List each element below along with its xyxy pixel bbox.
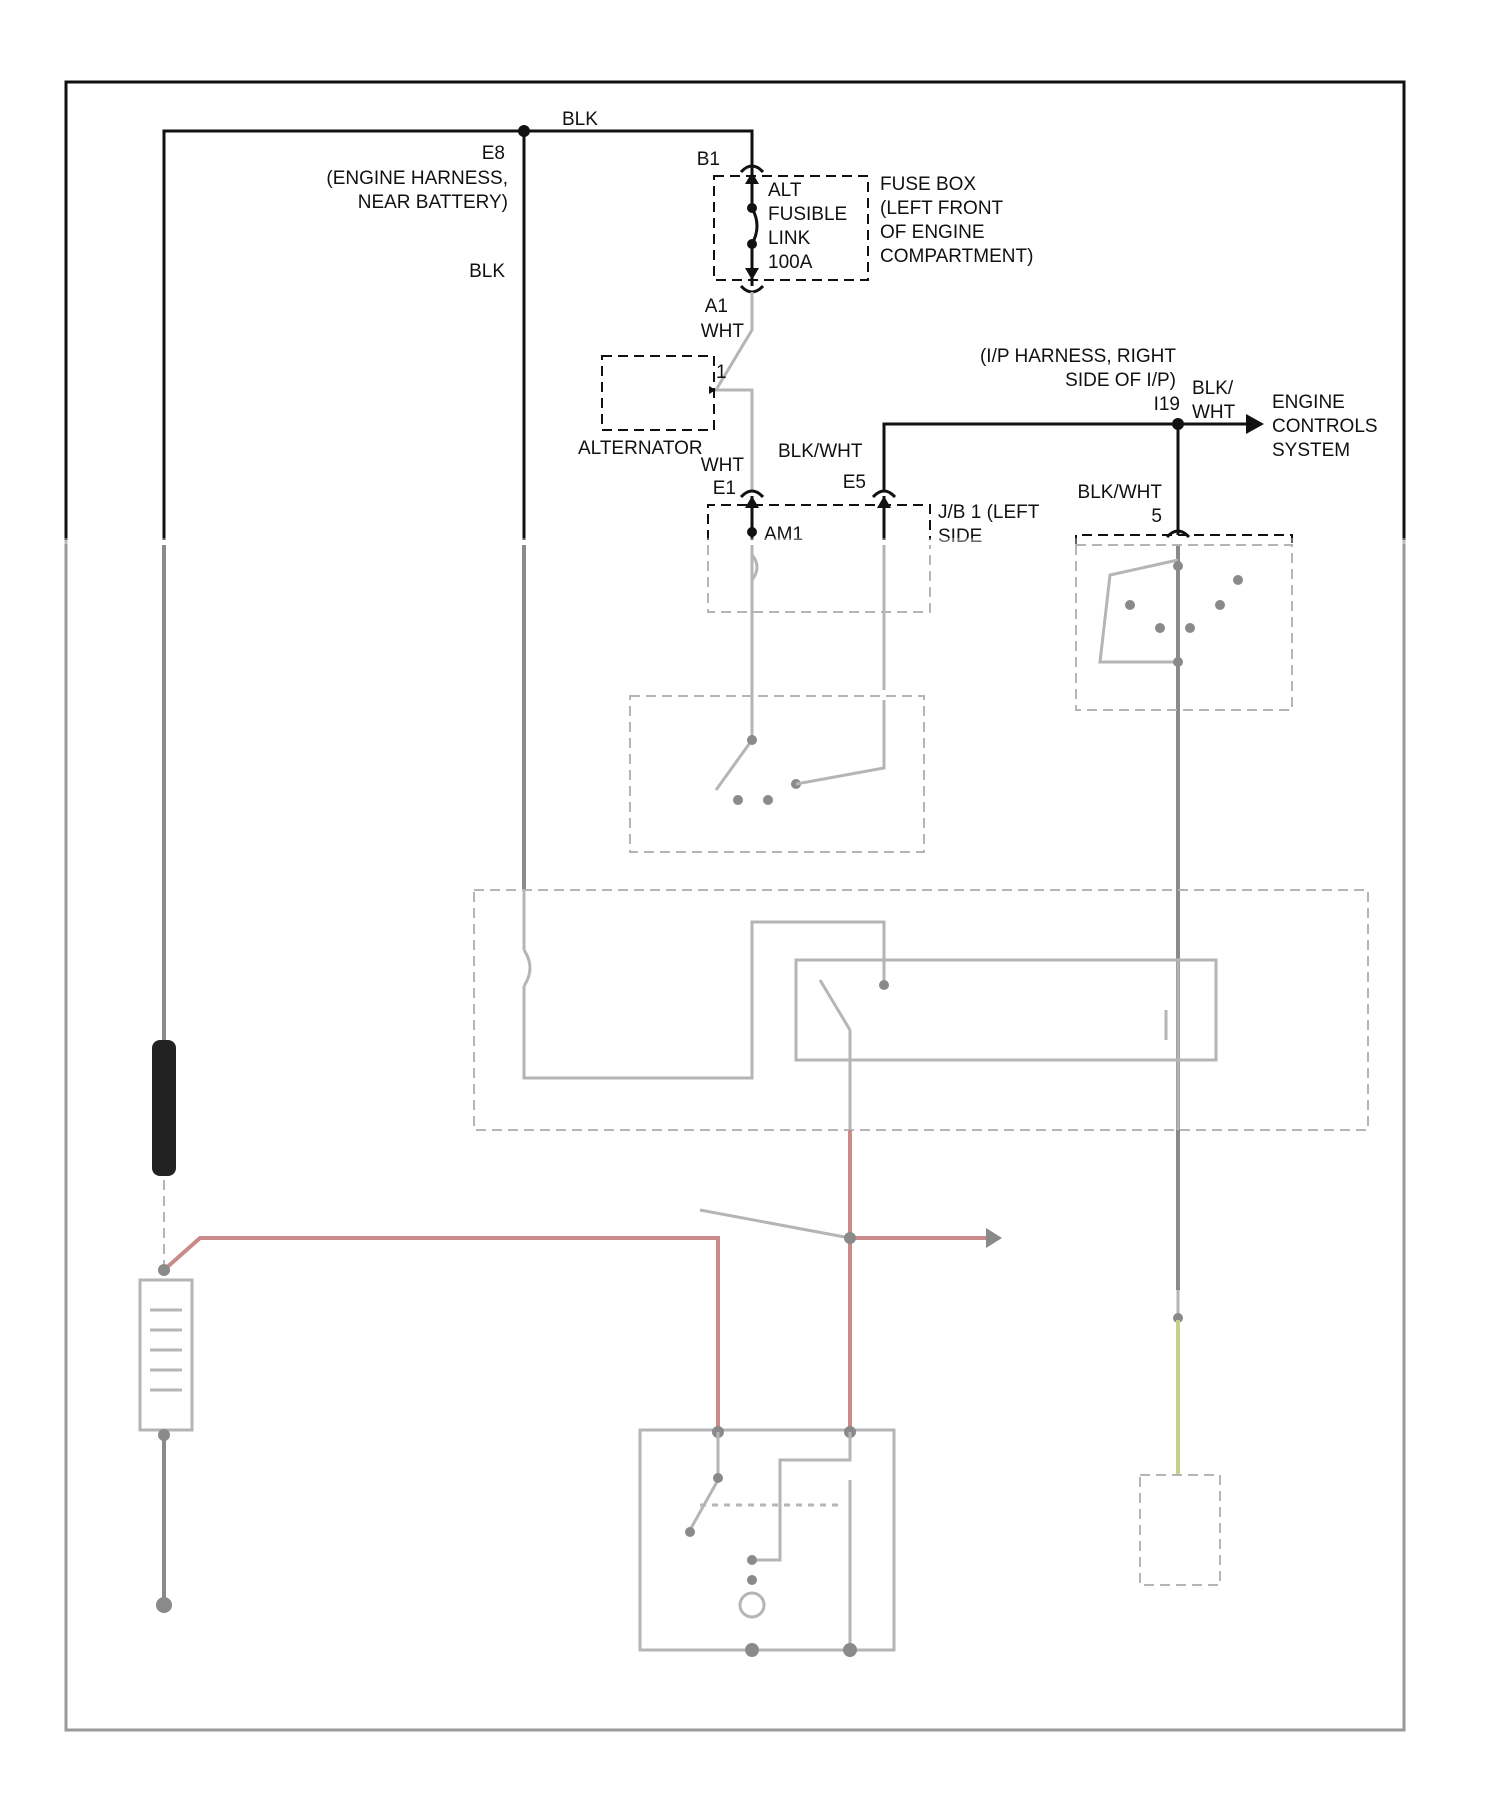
wire-label-blk-wht-e5: BLK/WHT [778, 441, 863, 462]
svg-text:100A: 100A [768, 252, 813, 273]
jb1-am1-dot [747, 527, 757, 537]
ip-harness-label: (I/P HARNESS, RIGHT SIDE OF I/P) [980, 346, 1176, 391]
svg-text:ENGINE: ENGINE [1272, 392, 1345, 413]
svg-text:LINK: LINK [768, 228, 811, 249]
splice-e8-location: (ENGINE HARNESS, NEAR BATTERY) [326, 168, 508, 213]
splice-e8-dot [518, 125, 530, 137]
engine-controls-arrow [1246, 414, 1264, 434]
ignition-switch [630, 696, 924, 852]
main-fusible-link [152, 1040, 176, 1176]
svg-text:J/B 1 (LEFT: J/B 1 (LEFT [938, 502, 1040, 523]
ground-point [156, 1597, 172, 1613]
wire-label-blk-wht-i19: BLK/ WHT [1192, 378, 1236, 423]
jb1-connector-e1: E1 [713, 478, 736, 499]
svg-text:ALT: ALT [768, 180, 802, 201]
fuse-box-location-label: FUSE BOX (LEFT FRONT OF ENGINE COMPARTME… [880, 174, 1033, 267]
svg-text:FUSIBLE: FUSIBLE [768, 204, 847, 225]
svg-text:OF ENGINE: OF ENGINE [880, 222, 985, 243]
blurred-lower-diagram [140, 545, 1368, 1657]
ip-harness-connector-i19: I19 [1154, 394, 1180, 415]
starter-motor [640, 1430, 894, 1650]
starter-relay [796, 960, 1216, 1060]
svg-text:FUSE BOX: FUSE BOX [880, 174, 976, 195]
svg-text:SYSTEM: SYSTEM [1272, 440, 1350, 461]
engine-controls-label: ENGINE CONTROLS SYSTEM [1272, 392, 1378, 461]
fuse-box-connector-b1: B1 [697, 149, 720, 170]
jb1-connector-e5: E5 [843, 472, 866, 493]
wire-label-blk-top: BLK [562, 109, 598, 130]
wire-label-wht-a1: WHT [701, 321, 745, 342]
park-neutral-position-switch [1076, 545, 1292, 710]
battery [140, 1280, 192, 1430]
svg-text:CONTROLS: CONTROLS [1272, 416, 1378, 437]
alt-fusible-link-label: ALT FUSIBLE LINK 100A [768, 180, 847, 273]
junction-block-1 [708, 491, 930, 540]
svg-text:(I/P HARNESS, RIGHT: (I/P HARNESS, RIGHT [980, 346, 1176, 367]
svg-text:WHT: WHT [1192, 402, 1236, 423]
svg-text:NEAR BATTERY): NEAR BATTERY) [358, 192, 508, 213]
alternator-pin-1: 1 [716, 362, 727, 383]
svg-text:(LEFT FRONT: (LEFT FRONT [880, 198, 1004, 219]
wire-label-wht-e1: WHT [701, 455, 745, 476]
wire-label-blk-wht-pin5: BLK/WHT [1078, 482, 1163, 503]
svg-text:BLK/: BLK/ [1192, 378, 1234, 399]
pnp-switch-pin-5: 5 [1151, 506, 1162, 527]
svg-text:SIDE OF I/P): SIDE OF I/P) [1065, 370, 1176, 391]
svg-text:(ENGINE HARNESS,: (ENGINE HARNESS, [326, 168, 508, 189]
wire-label-blk-side: BLK [469, 261, 505, 282]
alternator-label: ALTERNATOR [578, 438, 703, 459]
fuse-box-connector-a1: A1 [705, 296, 728, 317]
shift-lock-ecu [1140, 1475, 1220, 1585]
alternator [602, 356, 716, 430]
engine-compartment-relay-box [474, 890, 1368, 1130]
svg-text:COMPARTMENT): COMPARTMENT) [880, 246, 1033, 267]
splice-e8-id: E8 [482, 143, 505, 164]
